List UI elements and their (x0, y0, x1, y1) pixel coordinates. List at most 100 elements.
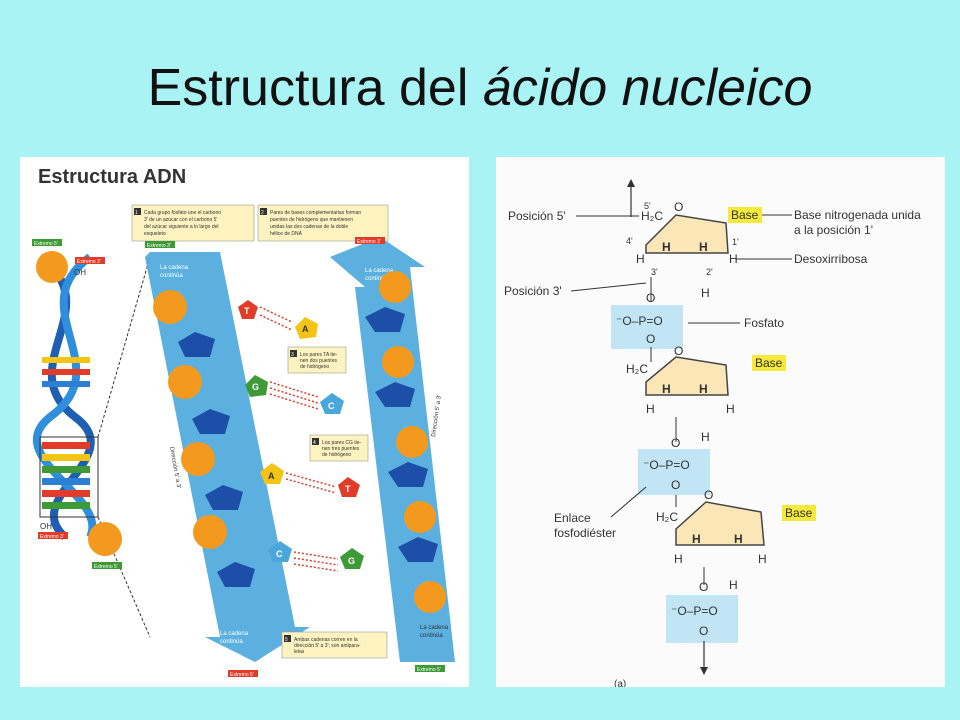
svg-text:T: T (345, 484, 351, 494)
svg-text:⁻O–P=O: ⁻O–P=O (616, 314, 663, 328)
svg-text:H: H (699, 382, 708, 396)
right-phosphates (379, 271, 446, 613)
svg-text:H: H (726, 402, 735, 416)
svg-text:fosfodiéster: fosfodiéster (554, 526, 616, 540)
svg-text:G: G (252, 382, 259, 392)
end-tag-mid-bottom (228, 670, 258, 677)
svg-text:O: O (646, 332, 655, 346)
title-plain: Estructura del (147, 59, 469, 117)
svg-text:4': 4' (626, 236, 633, 246)
svg-text:1': 1' (732, 237, 739, 247)
svg-text:Extremo 3': Extremo 3' (40, 534, 64, 540)
phosphate-box-3 (666, 595, 738, 643)
svg-text:Dirección 5' a 3': Dirección 5' a 3' (431, 395, 443, 438)
svg-text:5: 5 (285, 637, 288, 643)
svg-text:⁻O–P=O: ⁻O–P=O (671, 604, 718, 618)
svg-text:O: O (704, 488, 713, 502)
svg-text:hélice de DNA: hélice de DNA (270, 231, 303, 237)
svg-text:nen tres puentes: nen tres puentes (322, 446, 360, 452)
svg-text:de hidrógeno: de hidrógeno (300, 364, 329, 370)
end-tag-5-top (32, 239, 62, 246)
svg-text:H: H (636, 252, 645, 266)
phosphate-box-2 (638, 449, 710, 495)
callout-5: 5 Ambas cadenas corren en la dirección 5… (281, 631, 388, 659)
nucleotide-svg: H₂C 5' O 4' 1' 3' 2' H H H H H Base Posi… (504, 179, 921, 687)
svg-text:H₂C: H₂C (641, 209, 663, 223)
right-sugars (365, 307, 438, 562)
svg-text:puentes de hidrógeno que manti: puentes de hidrógeno que mantienen (270, 217, 353, 223)
svg-text:del azúcar siguiente a lo larg: del azúcar siguiente a lo largo del (144, 224, 219, 230)
svg-text:esqueleto: esqueleto (144, 231, 166, 237)
svg-text:Fosfato: Fosfato (744, 316, 784, 330)
callout-1: 1 Cada grupo fosfato une el carbono 3' d… (131, 204, 255, 242)
end-tag-3-top (75, 257, 105, 264)
left-phosphates (153, 290, 227, 549)
svg-text:H: H (646, 402, 655, 416)
end-tag-right-top (355, 237, 385, 244)
svg-text:Cada grupo fosfato une el carb: Cada grupo fosfato une el carbono (144, 210, 221, 216)
svg-text:continúa: continúa (365, 276, 388, 282)
svg-text:Desoxirribosa: Desoxirribosa (794, 252, 868, 266)
svg-text:H: H (692, 532, 701, 546)
svg-text:H₂C: H₂C (626, 362, 648, 376)
svg-text:a la posición 1': a la posición 1' (794, 223, 873, 237)
svg-text:O: O (646, 291, 655, 305)
svg-text:continúa: continúa (220, 639, 243, 645)
svg-text:3' de un azúcar con el carbono: 3' de un azúcar con el carbono 5' (144, 217, 217, 223)
svg-text:O: O (674, 344, 683, 358)
svg-text:Extremo 3': Extremo 3' (77, 259, 101, 265)
svg-text:Los pares CG tie-: Los pares CG tie- (322, 440, 362, 446)
svg-text:H: H (674, 552, 683, 566)
svg-text:O: O (674, 200, 683, 214)
svg-text:Posición 5': Posición 5' (508, 209, 566, 223)
svg-text:dirección 5' a 3'; son antipar: dirección 5' a 3'; son antipara- (294, 643, 361, 649)
end-tag-3-bottom (38, 532, 68, 539)
helix-rungs (42, 357, 90, 509)
svg-text:Extremo 5': Extremo 5' (94, 564, 118, 570)
base-pairs: T A G C A T C G (238, 300, 364, 569)
phosphate-top-icon (36, 251, 68, 283)
end-tag-mid-top (145, 241, 175, 248)
svg-text:Posición 3': Posición 3' (504, 284, 562, 298)
base-highlight-2 (752, 355, 786, 371)
svg-text:O: O (699, 580, 708, 594)
svg-text:H: H (701, 430, 710, 444)
svg-text:continúa: continúa (160, 273, 183, 279)
end-tag-right-bottom (415, 665, 445, 672)
svg-text:unidas las dos cadenas de la d: unidas las dos cadenas de la doble (270, 224, 348, 230)
callout-2: 2 Pares de bases complementarias forman … (257, 204, 389, 242)
svg-text:Ambas cadenas corren en la: Ambas cadenas corren en la (294, 637, 358, 643)
svg-text:2': 2' (706, 267, 713, 277)
svg-text:C: C (328, 401, 335, 411)
svg-text:de hidrógeno: de hidrógeno (322, 452, 351, 458)
svg-text:OH: OH (40, 522, 52, 531)
svg-text:Pares de bases complementarias: Pares de bases complementarias forman (270, 210, 361, 216)
svg-text:H: H (758, 552, 767, 566)
phosphate-box-1 (611, 305, 683, 349)
svg-text:O: O (699, 624, 708, 638)
callout-4: 4 Los pares CG tie- nen tres puentes de … (309, 434, 369, 462)
dna-figure-svg: Estructura ADN Extremo 5' Extremo 3' OH … (32, 166, 455, 678)
svg-text:3': 3' (651, 267, 658, 277)
svg-text:H: H (699, 240, 708, 254)
svg-text:H: H (662, 240, 671, 254)
dna-structure-figure: Estructura ADN Extremo 5' Extremo 3' OH … (20, 157, 469, 687)
svg-text:Dirección 5' a 3': Dirección 5' a 3' (168, 446, 181, 489)
svg-text:H: H (662, 382, 671, 396)
svg-text:3: 3 (291, 352, 294, 358)
svg-text:T: T (244, 306, 250, 316)
svg-text:H: H (734, 532, 743, 546)
svg-text:H₂C: H₂C (656, 510, 678, 524)
sugar-ring-2 (645, 356, 729, 396)
svg-text:La cadena: La cadena (160, 265, 189, 271)
svg-text:lelas: lelas (294, 649, 305, 655)
svg-text:Base nitrogenada unida: Base nitrogenada unida (794, 208, 921, 222)
svg-text:Enlace: Enlace (554, 511, 591, 525)
sugar-ring-1 (645, 214, 729, 254)
svg-text:H: H (729, 252, 738, 266)
double-helix (32, 253, 151, 638)
svg-text:2: 2 (261, 210, 264, 216)
svg-text:H: H (701, 286, 710, 300)
svg-text:Base: Base (731, 208, 759, 222)
svg-text:Base: Base (785, 506, 813, 520)
